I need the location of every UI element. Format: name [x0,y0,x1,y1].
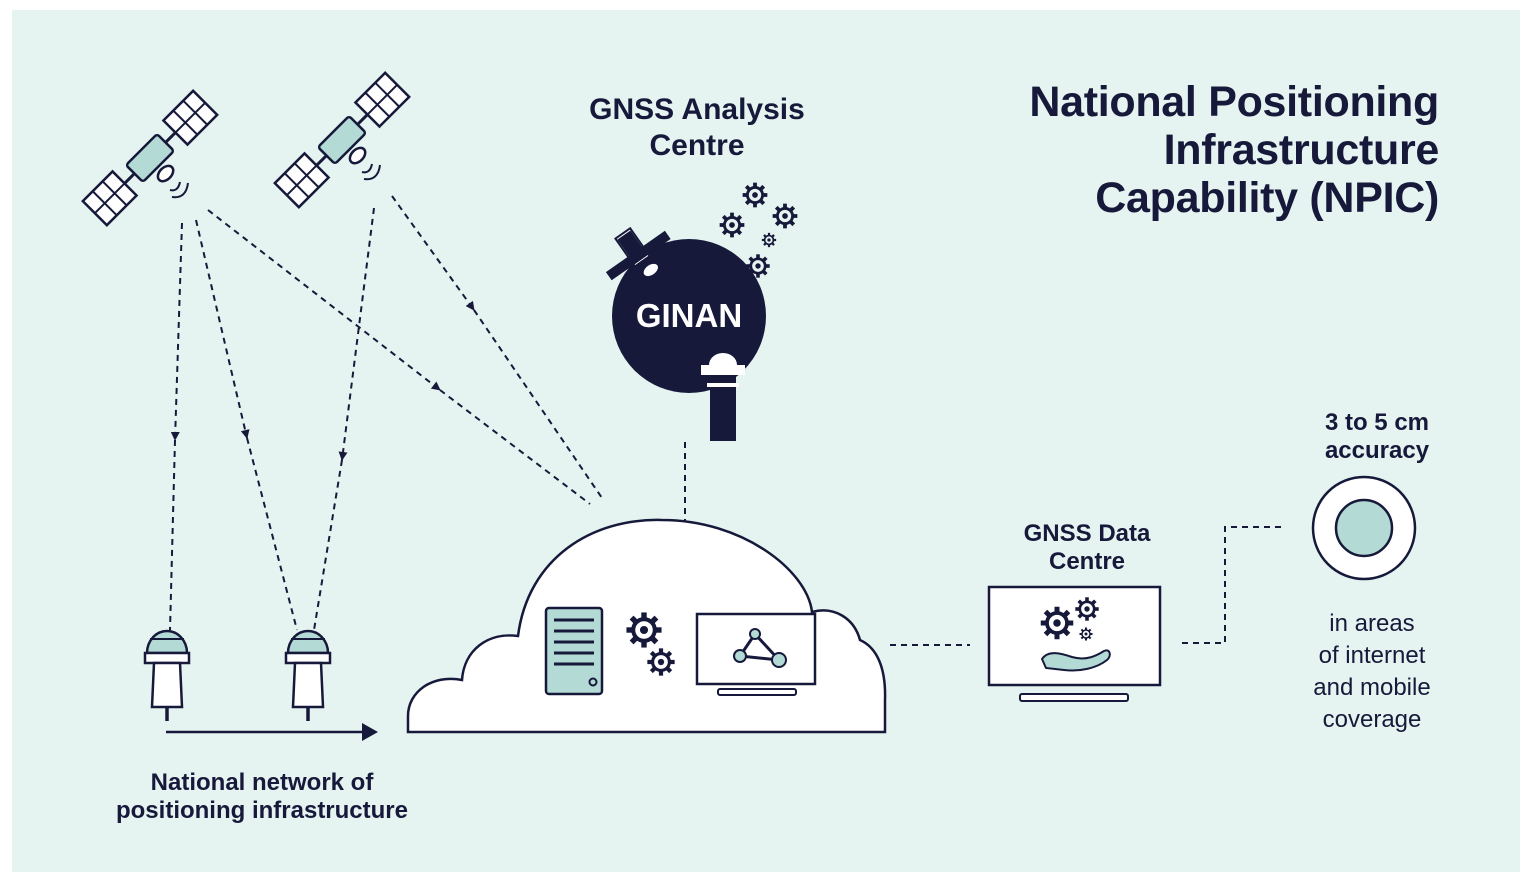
data-centre-line-2: Centre [1048,548,1126,575]
title-line-3: Capability (NPIC) [1095,174,1439,222]
accuracy-label: 3 to 5 cm accuracy [1267,409,1487,465]
data-centre-label: GNSS Data Centre [972,520,1202,576]
satellite-icon-right [273,71,419,217]
accuracy-line-1: 3 to 5 cm [1324,409,1430,436]
network-line-1: National network of [150,769,374,796]
coverage-line-4: coverage [1322,706,1422,733]
satellite-icon-left [81,89,227,235]
title-line-2: Infrastructure [1163,126,1440,174]
data-centre-monitor-icon [987,585,1162,702]
analysis-centre-line-1: GNSS Analysis [589,93,805,126]
coverage-line-1: in areas [1329,610,1415,637]
npic-diagram: GINAN [81,71,1417,741]
receiver-antenna-icon-left [143,629,191,723]
diagram-canvas: GINAN [12,10,1520,872]
title-line-1: National Positioning [1029,78,1439,126]
coverage-line-3: and mobile [1313,674,1431,701]
network-monitor-icon [695,612,817,696]
server-icon [544,606,604,696]
accuracy-line-2: accuracy [1324,437,1430,464]
coverage-line-2: of internet [1318,642,1426,669]
network-label: National network of positioning infrastr… [72,769,452,825]
analysis-centre-line-2: Centre [649,129,745,162]
page-title: National Positioning Infrastructure Capa… [952,78,1439,222]
network-arrow [166,723,378,741]
data-centre-line-1: GNSS Data [1023,520,1151,547]
target-icon [1311,475,1417,581]
coverage-label: in areas of internet and mobile coverage [1262,608,1482,736]
analysis-centre-label: GNSS Analysis Centre [542,92,852,164]
data-links [890,526,1282,646]
ginan-label: GINAN [636,297,742,334]
ginan-globe-icon: GINAN [605,226,766,441]
signal-lines [169,195,686,631]
receiver-antenna-icon-right [284,629,332,723]
network-line-2: positioning infrastructure [115,797,408,824]
